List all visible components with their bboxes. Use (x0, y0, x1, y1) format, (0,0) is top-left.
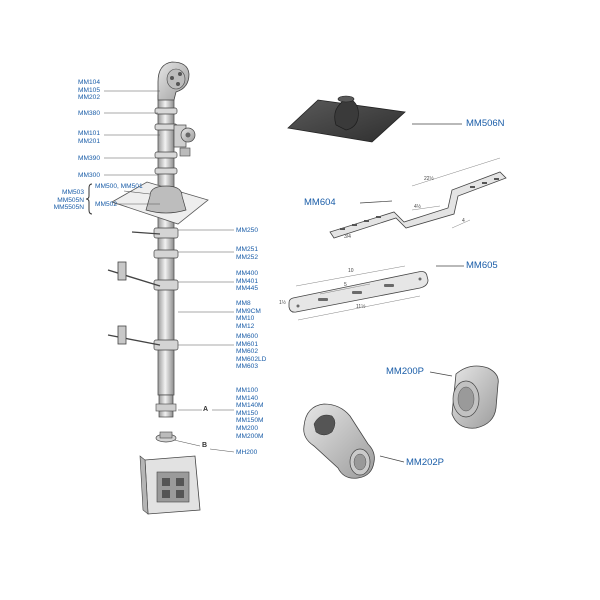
label-mm8: MM8 (236, 300, 251, 307)
marker-a: A (203, 406, 209, 413)
label-group-100: MM100 MM140 MM140M MM150 MM150M MM200 MM… (236, 387, 263, 440)
label-mm140: MM140 (236, 394, 258, 402)
label-mm201: MM201 (78, 137, 100, 145)
label-mm150: MM150 (236, 409, 258, 417)
weatherhead (157, 61, 190, 101)
dim-mm604-c: 4 (462, 218, 465, 224)
right-leaders (173, 229, 235, 453)
dim-mm604-d: 3/4 (344, 234, 351, 240)
wall-brackets (107, 231, 161, 346)
meter-base (139, 455, 201, 515)
label-bracket-group: MM503 MM505N MM5505N (46, 189, 84, 212)
label-mm101: MM101 (78, 130, 100, 137)
label-mid-group: MM101 MM201 (64, 130, 100, 145)
label-mm601: MM601 (236, 340, 258, 348)
label-mh200: MH200 (236, 449, 258, 456)
label-mm100: MM100 (236, 387, 258, 394)
label-mm252: MM252 (236, 253, 258, 261)
label-mm200: MM200 (236, 424, 258, 432)
label-mm12: MM12 (236, 322, 255, 330)
label-mm506n: MM506N (466, 118, 505, 129)
label-mm250: MM250 (236, 227, 258, 234)
label-mm105: MM105 (78, 86, 100, 94)
label-mm5505n: MM5505N (53, 204, 84, 212)
label-mm200m: MM200M (236, 432, 264, 440)
label-mm502: MM502 (95, 201, 117, 208)
label-group-8: MM8 MM9CM MM10 MM12 (236, 300, 261, 330)
label-mm605: MM605 (466, 260, 498, 271)
marker-b: B (202, 442, 208, 449)
label-mm505n: MM505N (57, 196, 84, 204)
label-mm401: MM401 (236, 277, 258, 285)
label-mm604: MM604 (304, 197, 336, 208)
label-mm10: MM10 (236, 315, 255, 323)
dim-mm604-b: 4½ (414, 204, 421, 210)
mm506n-roof-boot (287, 95, 462, 143)
label-mm380: MM380 (78, 110, 100, 117)
dim-mm605-a: 10 (348, 268, 354, 274)
group-brace (85, 183, 93, 215)
label-group-251: MM251 MM252 (236, 246, 258, 261)
label-mm503: MM503 (62, 189, 84, 196)
meter-hub (155, 394, 177, 443)
label-top-group: MM104 MM105 MM202 (64, 79, 100, 102)
dim-mm605-d: 1½ (279, 300, 286, 306)
mm605-strap (288, 265, 464, 321)
label-mm390: MM390 (78, 155, 100, 162)
label-mm600: MM600 (236, 333, 258, 340)
label-mm202p: MM202P (406, 457, 445, 468)
label-mm445: MM445 (236, 285, 258, 293)
insulator-bracket (173, 124, 196, 157)
label-mm251: MM251 (236, 246, 258, 253)
label-mm400: MM400 (236, 270, 258, 277)
label-mm603: MM603 (236, 363, 258, 371)
mm200p-hub (429, 365, 499, 429)
label-mm602: MM602 (236, 348, 258, 356)
label-mm9cm: MM9CM (236, 307, 261, 315)
mm202p-cap (303, 403, 405, 479)
label-mm500-501: MM500, MM501 (95, 183, 143, 190)
mm604-bracket (329, 157, 507, 239)
label-mm300: MM300 (78, 172, 100, 179)
label-group-400: MM400 MM401 MM445 (236, 270, 258, 293)
label-mm104: MM104 (78, 79, 100, 86)
label-group-600: MM600 MM601 MM602 MM602LD MM603 (236, 333, 266, 371)
label-mm602ld: MM602LD (236, 355, 267, 363)
dim-mm604-a: 22½ (424, 176, 434, 182)
label-mm150m: MM150M (236, 417, 264, 425)
label-mm200p: MM200P (386, 366, 425, 377)
label-mm140m: MM140M (236, 402, 264, 410)
left-leaders (104, 90, 160, 205)
mast-clamps (154, 107, 178, 175)
dim-mm605-b: 5 (344, 282, 347, 288)
dim-mm605-c: 11½ (356, 304, 366, 310)
label-mm202: MM202 (78, 94, 100, 102)
